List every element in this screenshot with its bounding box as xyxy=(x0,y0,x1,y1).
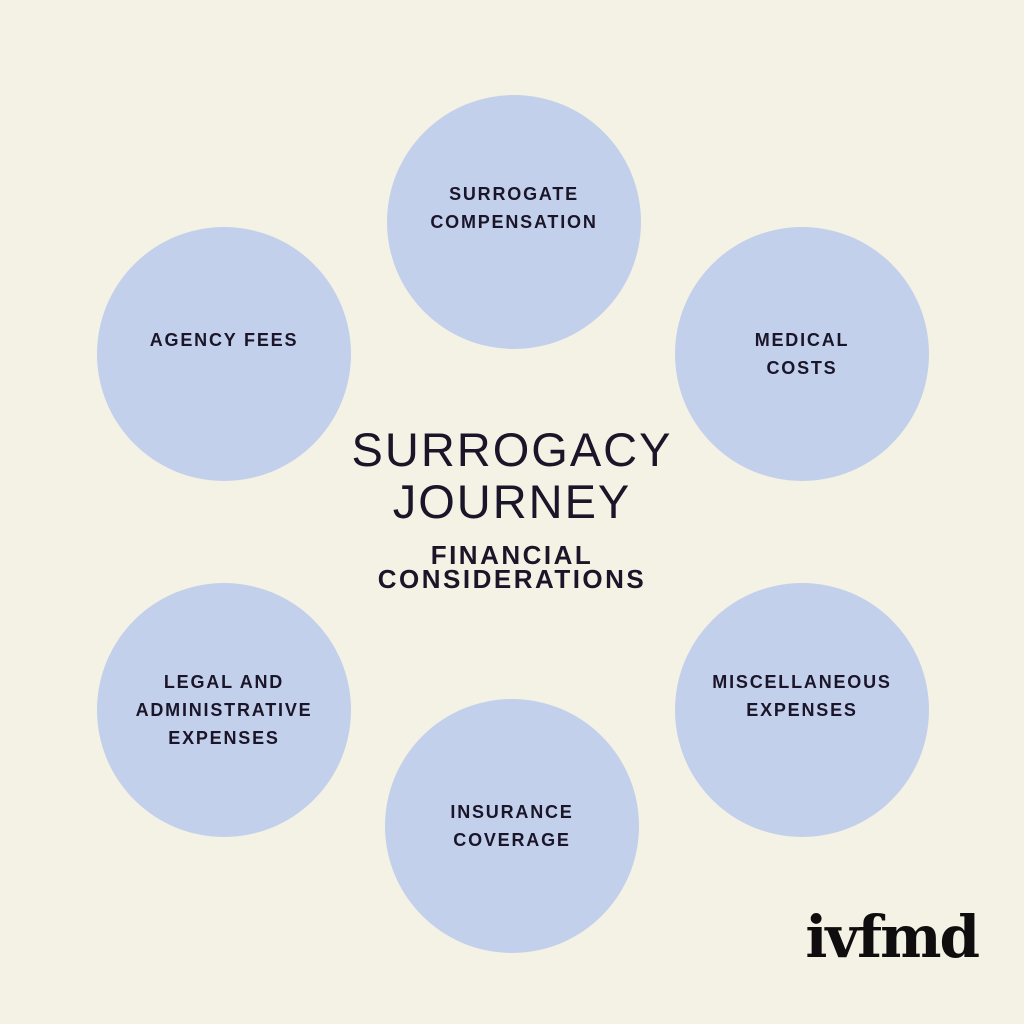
circle-surrogate-compensation: SURROGATE COMPENSATION xyxy=(387,95,641,349)
circle-label-medical-costs: MEDICAL COSTS xyxy=(754,330,850,378)
circle-insurance-coverage: INSURANCE COVERAGE xyxy=(385,699,639,953)
circle-label-legal-administrative-expenses: LEGAL AND ADMINISTRATIVE EXPENSES xyxy=(135,672,313,748)
circle-medical-costs: MEDICAL COSTS xyxy=(675,227,929,481)
circle-label-miscellaneous-expenses: MISCELLANEOUS EXPENSES xyxy=(712,672,892,720)
circle-label-agency-fees: AGENCY FEES xyxy=(149,330,299,350)
ivfmd-logo: ivfmd xyxy=(805,903,980,971)
circle-miscellaneous-expenses: MISCELLANEOUS EXPENSES xyxy=(675,583,929,837)
page-subtitle: FINANCIAL CONSIDERATIONS xyxy=(377,540,647,594)
circle-label-surrogate-compensation: SURROGATE COMPENSATION xyxy=(430,184,598,232)
circle-legal-administrative-expenses: LEGAL AND ADMINISTRATIVE EXPENSES xyxy=(97,583,351,837)
circle-label-insurance-coverage: INSURANCE COVERAGE xyxy=(450,802,574,850)
circle-agency-fees: AGENCY FEES xyxy=(97,227,351,481)
